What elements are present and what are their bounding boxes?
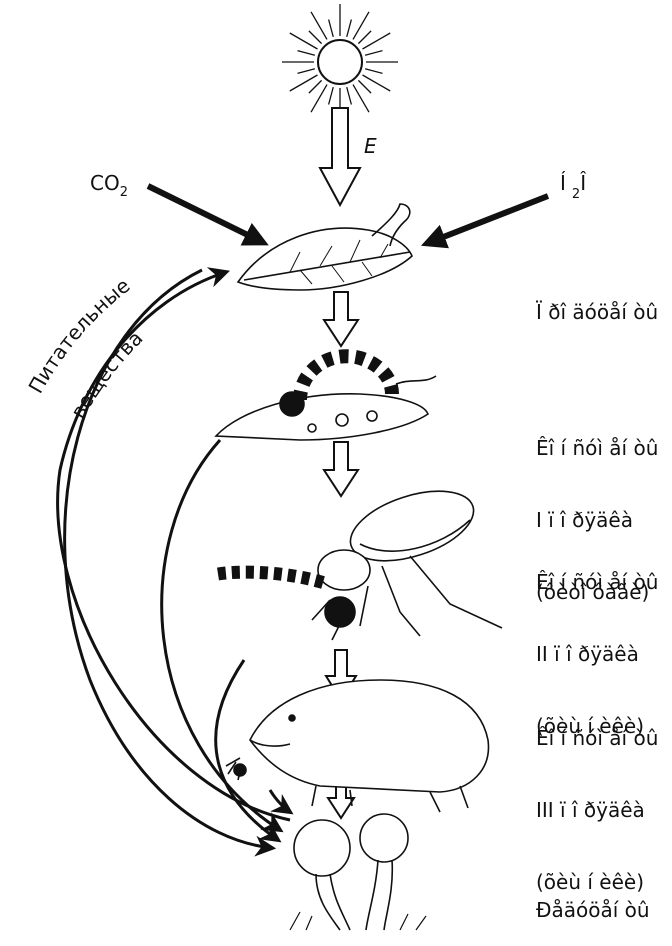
sun-ray xyxy=(297,51,314,56)
flow-arrow-2 xyxy=(324,442,358,496)
flow-arrow-1 xyxy=(324,292,358,346)
level-label-decomposers: Ðåäóöåí òû xyxy=(536,850,650,946)
shrew-illustration xyxy=(226,680,488,812)
sun-ray xyxy=(297,69,314,74)
sun-ray xyxy=(347,87,352,104)
sun-ray xyxy=(309,80,322,93)
beetle-illustration xyxy=(218,478,502,640)
sun-icon xyxy=(282,4,398,120)
sun-ray xyxy=(347,19,352,36)
sun-ray xyxy=(329,87,334,104)
energy-label: E xyxy=(364,134,377,158)
nutrients-label-line1: Питательные xyxy=(23,273,134,397)
co2-arrow xyxy=(148,186,262,242)
nutrient-cycle-arrows xyxy=(58,270,290,848)
co2-label: CO2 xyxy=(90,171,128,200)
sun-ray xyxy=(358,80,371,93)
decomposition-arrow-4 xyxy=(270,790,290,812)
sun-ray xyxy=(365,51,382,56)
level-label-producers: Ï ðî äóöåí òû xyxy=(536,252,658,348)
decomposition-arrow-1 xyxy=(65,270,272,848)
water-arrow xyxy=(428,196,548,243)
sun-ray xyxy=(365,69,382,74)
mushroom-illustration xyxy=(290,814,426,930)
caterpillar-illustration xyxy=(216,356,436,440)
leaf-illustration xyxy=(238,204,412,290)
sun-ray xyxy=(358,31,371,44)
sun-ray xyxy=(309,31,322,44)
sun-ray xyxy=(329,19,334,36)
energy-arrow xyxy=(320,108,360,205)
